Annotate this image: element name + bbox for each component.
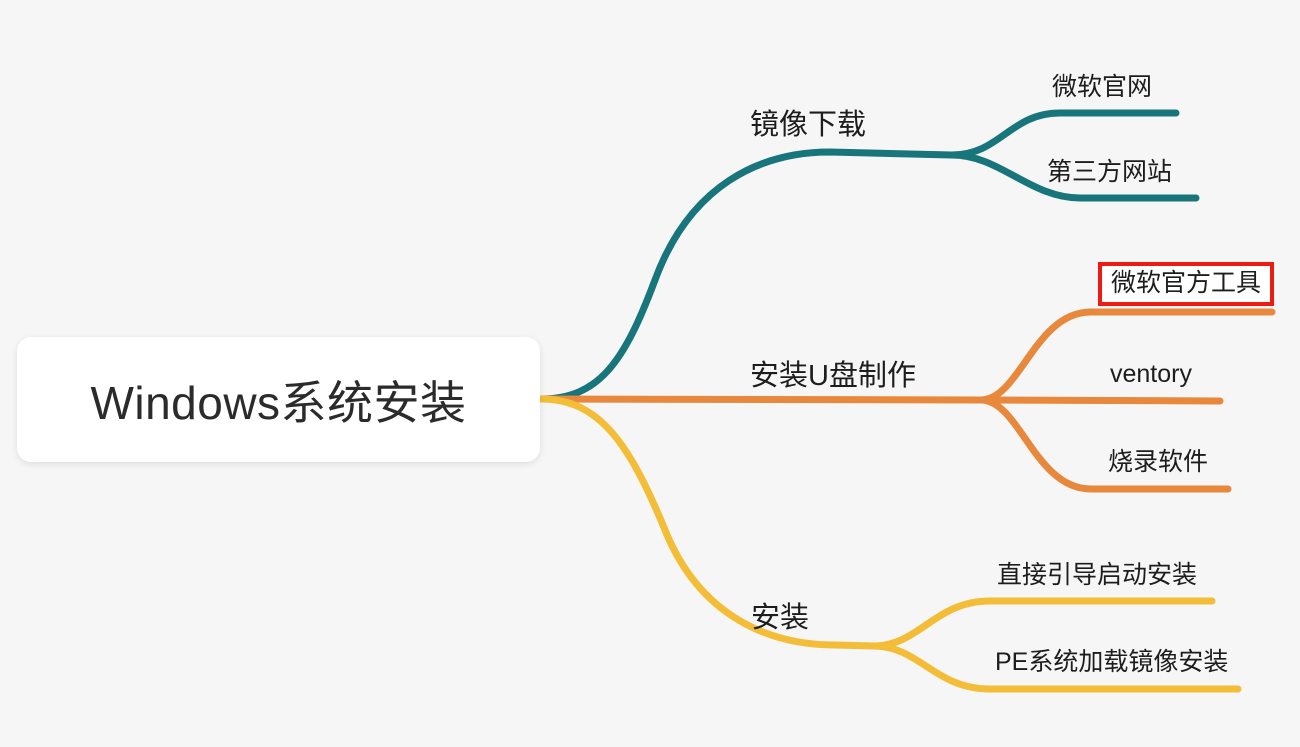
root-node-label: Windows系统安装 [90, 376, 467, 429]
leaf-line-pe-image-install [871, 642, 1242, 693]
leaf-label-burning-software[interactable]: 烧录软件 [1108, 448, 1209, 476]
leaf-label-microsoft-official-site[interactable]: 微软官网 [1052, 73, 1153, 101]
leaf-line-microsoft-official-site [948, 109, 1180, 159]
leaf-label-pe-image-install[interactable]: PE系统加载镜像安装 [995, 648, 1229, 676]
leaf-line-microsoft-official-tool [978, 308, 1276, 404]
leaf-line-third-party-site [948, 151, 1200, 202]
branch-label-mirror-download[interactable]: 镜像下载 [750, 109, 867, 141]
branch-label-installation[interactable]: 安装 [751, 602, 810, 634]
branch-line-usb-creation [537, 395, 986, 404]
leaf-line-burning-software [978, 396, 1232, 493]
branch-line-installation [537, 395, 879, 650]
leaf-line-ventory [978, 396, 1224, 405]
branch-line-mirror-download [537, 148, 956, 403]
leaf-line-direct-boot-install [871, 597, 1216, 650]
leaf-label-microsoft-official-tool[interactable]: 微软官方工具 [1098, 262, 1275, 306]
leaf-label-ventory[interactable]: ventory [1110, 360, 1192, 388]
branch-label-usb-creation[interactable]: 安装U盘制作 [750, 360, 916, 392]
leaf-label-third-party-site[interactable]: 第三方网站 [1047, 158, 1173, 186]
leaf-label-direct-boot-install[interactable]: 直接引导启动安装 [997, 561, 1198, 589]
root-node[interactable]: Windows系统安装 [17, 337, 540, 462]
